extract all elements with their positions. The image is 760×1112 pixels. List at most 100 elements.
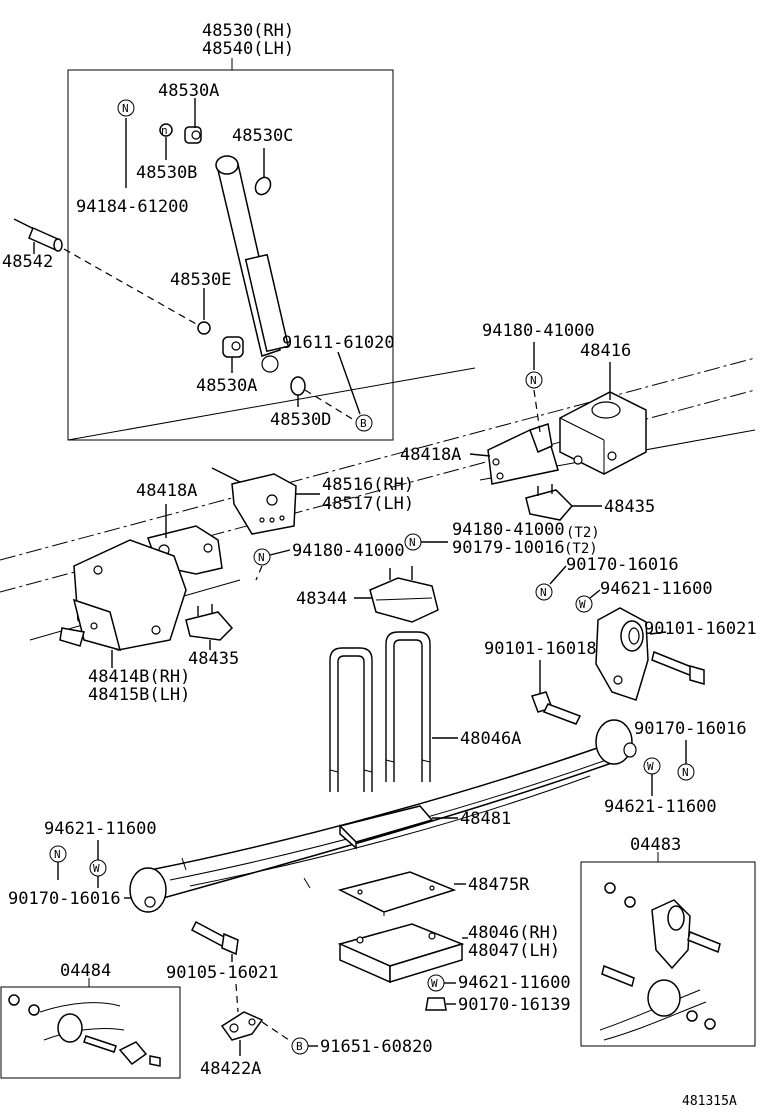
bolt-90101-16021 (651, 650, 705, 685)
label-48516-rh: 48516(RH) (322, 475, 414, 495)
bracket-48418a-right (487, 423, 559, 485)
label-48530a-top: 48530A (158, 81, 219, 101)
label-90101-16018: 90101-16018 (484, 639, 597, 659)
svg-text:N: N (409, 536, 416, 549)
bushing-48530a-top (184, 126, 202, 144)
label-48517-lh: 48517(LH) (322, 494, 414, 514)
label-48418a-left: 48418A (136, 481, 197, 501)
label-48046-rh: 48046(RH) (468, 923, 560, 943)
label-48530a-bottom: 48530A (196, 376, 257, 396)
svg-text:W: W (431, 977, 438, 990)
marker-b-shock: B (355, 414, 373, 432)
nut-90170-16139 (425, 997, 447, 1011)
svg-text:W: W (93, 862, 100, 875)
bushing-48530a-bottom (222, 336, 244, 358)
label-48435-right: 48435 (604, 497, 655, 517)
label-90105-16021: 90105-16021 (166, 963, 279, 983)
stopper-48435-right (525, 484, 574, 521)
label-94180-41000-top: 94180-41000 (482, 321, 595, 341)
svg-text:N: N (258, 551, 265, 564)
label-48047-lh: 48047(LH) (468, 941, 560, 961)
plate-48475r (337, 871, 457, 916)
label-48530c: 48530C (232, 126, 293, 146)
label-90179-10016-t2: 90179-10016 (452, 538, 565, 558)
label-94180-41000-mid: 94180-41000 (292, 541, 405, 561)
spring-hanger-48416 (559, 391, 647, 475)
marker-n-t2: N (404, 533, 422, 551)
label-48435-left: 48435 (188, 649, 239, 669)
marker-n-94180-top: N (525, 371, 543, 389)
u-bolt-48046a-left (329, 647, 373, 792)
pin-48542 (13, 218, 63, 252)
bolt-90105-16021 (191, 920, 239, 956)
label-48542: 48542 (2, 252, 53, 272)
label-04484: 04484 (60, 961, 111, 981)
svg-text:B: B (360, 417, 367, 430)
bumper-48344 (369, 566, 439, 623)
label-91611-61020: 91611-61020 (282, 333, 395, 353)
shock-absorber-group-box (67, 69, 394, 441)
svg-text:W: W (579, 598, 586, 611)
svg-text:W: W (647, 760, 654, 773)
svg-text:N: N (530, 374, 537, 387)
marker-n-94180-mid: N (253, 548, 271, 566)
bracket-48516-48517 (211, 467, 297, 535)
svg-text:B: B (296, 1040, 303, 1053)
marker-w-94621-d: W (427, 974, 445, 992)
washer-48530c (254, 176, 272, 196)
label-48344: 48344 (296, 589, 347, 609)
spring-seat-48046-48047 (337, 923, 465, 984)
label-91651-60820: 91651-60820 (320, 1037, 433, 1057)
nut-48530e (197, 321, 211, 335)
label-90179-t2-suffix: (T2) (564, 541, 598, 557)
bolt-90101-16018 (531, 691, 582, 725)
label-94621-11600-c: 94621-11600 (44, 819, 157, 839)
label-48418a-right: 48418A (400, 445, 461, 465)
svg-text:N: N (54, 848, 61, 861)
label-48481: 48481 (460, 809, 511, 829)
kit-04484-box (0, 986, 181, 1079)
marker-w-94621-a: W (575, 595, 593, 613)
label-94621-11600-a: 94621-11600 (600, 579, 713, 599)
figure-id: 481315A (682, 1094, 737, 1109)
marker-w-94621-b: W (643, 757, 661, 775)
stopper-48435-left (185, 604, 234, 641)
marker-n-94184: N (117, 99, 135, 117)
shock-absorber (215, 155, 290, 373)
label-48530b: 48530B (136, 163, 197, 183)
washer-48530d (290, 376, 306, 396)
label-94180-t2-suffix: (T2) (566, 525, 600, 541)
u-bolt-48046a-right (385, 631, 431, 782)
label-94184-61200: 94184-61200 (76, 197, 189, 217)
shackle-right (595, 607, 649, 701)
label-48046a: 48046A (460, 729, 521, 749)
kit-04484-parts (8, 994, 161, 1067)
label-90170-16016-a: 90170-16016 (566, 555, 679, 575)
svg-text:N: N (122, 102, 129, 115)
label-48530d: 48530D (270, 410, 331, 430)
label-04483: 04483 (630, 835, 681, 855)
marker-n-90170-a: N (535, 583, 553, 601)
label-48530e: 48530E (170, 270, 231, 290)
svg-text:n: n (161, 124, 168, 137)
label-48475r: 48475R (468, 875, 530, 895)
label-48422a: 48422A (200, 1059, 261, 1079)
label-48530rh: 48530(RH) (202, 21, 294, 41)
label-94621-11600-d: 94621-11600 (458, 973, 571, 993)
label-48414b-rh: 48414B(RH) (88, 667, 190, 687)
label-90101-16021: 90101-16021 (644, 619, 757, 639)
label-48416: 48416 (580, 341, 631, 361)
spring-seat-48481 (338, 805, 434, 850)
nut-48530b (159, 123, 173, 137)
kit-04483-parts (599, 882, 721, 1041)
kit-04483-box (580, 861, 756, 1047)
marker-b-91651: B (291, 1037, 309, 1055)
svg-text:N: N (682, 766, 689, 779)
marker-w-94621-c: W (89, 859, 107, 877)
label-90170-16016-b: 90170-16016 (634, 719, 747, 739)
label-94180-41000-t2: 94180-41000 (452, 520, 565, 540)
label-90170-16139: 90170-16139 (458, 995, 571, 1015)
bracket-48422a (220, 1011, 264, 1041)
bracket-48414b-48415b (59, 539, 187, 652)
